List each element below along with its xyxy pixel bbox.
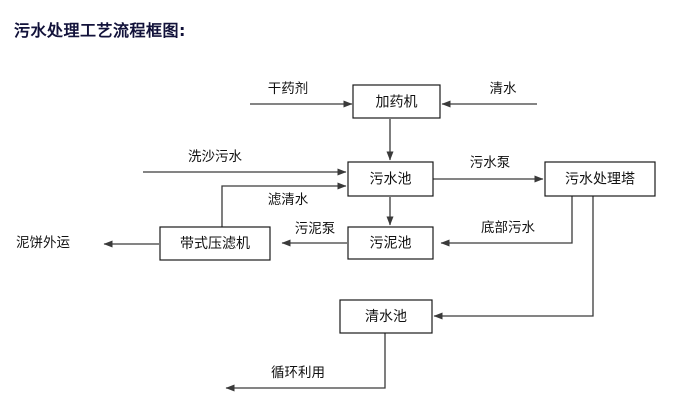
edge-bottom-sewage-to-sludge-pool: 底部污水 bbox=[440, 196, 573, 247]
edge-label-mud-cake-out: 泥饼外运 bbox=[16, 235, 70, 251]
edge-label-sewage-pump: 污水泵 bbox=[470, 155, 511, 171]
node-clean-water-pool[interactable]: 清水池 bbox=[339, 299, 433, 334]
edge-sand-wash-sewage-to-sewage-pool: 洗沙污水 bbox=[143, 149, 347, 176]
node-sludge-pool[interactable]: 污泥池 bbox=[347, 226, 434, 260]
edge-clean-water-pool-to-recycle: 循环利用 bbox=[225, 333, 386, 392]
edge-clean-water-to-dosing-machine: 清水 bbox=[441, 81, 537, 108]
node-label-belt-filter-press: 带式压滤机 bbox=[180, 236, 250, 252]
node-label-clean-water-pool: 清水池 bbox=[365, 309, 407, 325]
node-label-dosing-machine: 加药机 bbox=[376, 95, 418, 111]
node-label-sludge-pool: 污泥池 bbox=[370, 236, 412, 252]
node-label-treatment-tower: 污水处理塔 bbox=[565, 172, 635, 188]
node-dosing-machine[interactable]: 加药机 bbox=[352, 84, 441, 119]
edge-filtrate-water-to-sewage-pool: 滤清水 bbox=[221, 182, 347, 232]
edge-label-filtrate-water: 滤清水 bbox=[268, 192, 309, 208]
edge-belt-filter-press-to-mud-cake: 泥饼外运 bbox=[16, 235, 159, 251]
edge-label-sand-wash-sewage: 洗沙污水 bbox=[188, 149, 242, 165]
node-treatment-tower[interactable]: 污水处理塔 bbox=[544, 161, 656, 197]
edge-sewage-pump-to-treatment-tower: 污水泵 bbox=[433, 155, 544, 183]
edge-treatment-tower-to-clean-water-pool bbox=[433, 196, 594, 320]
edge-label-sludge-pump: 污泥泵 bbox=[295, 221, 336, 237]
edge-label-bottom-sewage: 底部污水 bbox=[481, 220, 535, 236]
edge-dry-reagent-to-dosing-machine: 干药剂 bbox=[250, 81, 353, 108]
node-label-sewage-pool: 污水池 bbox=[370, 172, 412, 188]
page-title: 污水处理工艺流程框图: bbox=[14, 21, 186, 40]
node-sewage-pool[interactable]: 污水池 bbox=[347, 161, 434, 197]
edge-label-clean-water-in: 清水 bbox=[490, 81, 518, 97]
edge-sludge-pump-to-belt-filter-press: 污泥泵 bbox=[281, 221, 347, 247]
node-belt-filter-press[interactable]: 带式压滤机 bbox=[159, 226, 271, 261]
edge-label-recycle-use: 循环利用 bbox=[271, 365, 325, 381]
edge-label-dry-reagent: 干药剂 bbox=[268, 81, 309, 97]
